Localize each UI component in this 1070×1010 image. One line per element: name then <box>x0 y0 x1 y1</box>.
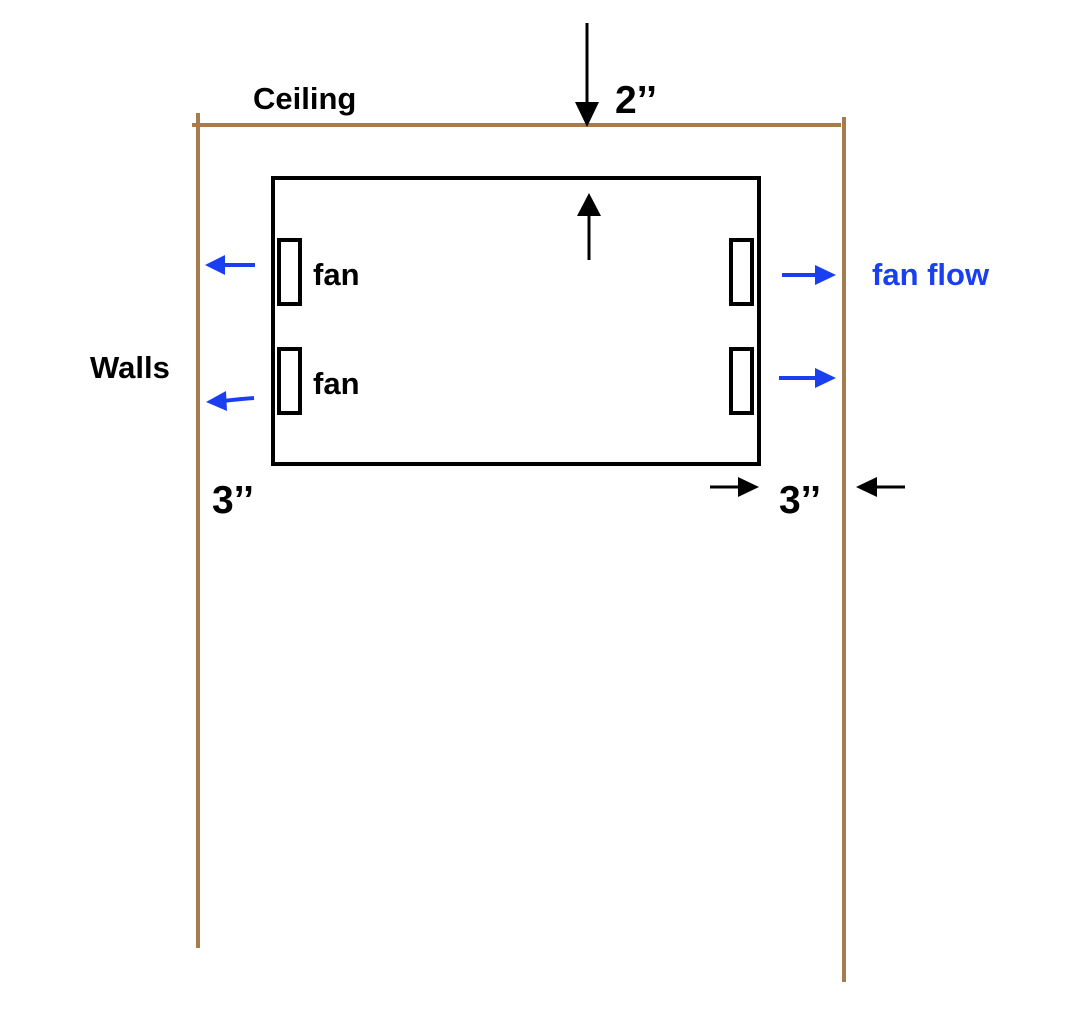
fan-label-top: fan <box>313 257 360 292</box>
right-clearance-arrow-left <box>710 477 759 497</box>
inner-up-arrow <box>577 193 601 260</box>
fan-flow-label: fan flow <box>872 257 990 292</box>
flow-arrow-right-bottom <box>779 368 836 388</box>
top-clearance-arrow <box>575 23 599 127</box>
flow-arrow-right-top <box>782 265 836 285</box>
fan-right-bottom <box>729 347 754 415</box>
fan-right-top <box>729 238 754 306</box>
equipment-box <box>271 176 761 466</box>
fan-left-top <box>277 238 302 306</box>
right-clearance-arrow-right <box>856 477 905 497</box>
top-clearance-label: 2’’ <box>615 79 657 122</box>
right-clearance-label: 3’’ <box>779 479 821 522</box>
walls-label: Walls <box>90 350 170 385</box>
left-clearance-label: 3’’ <box>212 479 254 522</box>
fan-left-bottom <box>277 347 302 415</box>
flow-arrow-left-top <box>205 255 255 275</box>
fan-label-bottom: fan <box>313 366 360 401</box>
ceiling-label: Ceiling <box>253 81 356 116</box>
flow-arrow-left-bottom <box>206 391 255 411</box>
